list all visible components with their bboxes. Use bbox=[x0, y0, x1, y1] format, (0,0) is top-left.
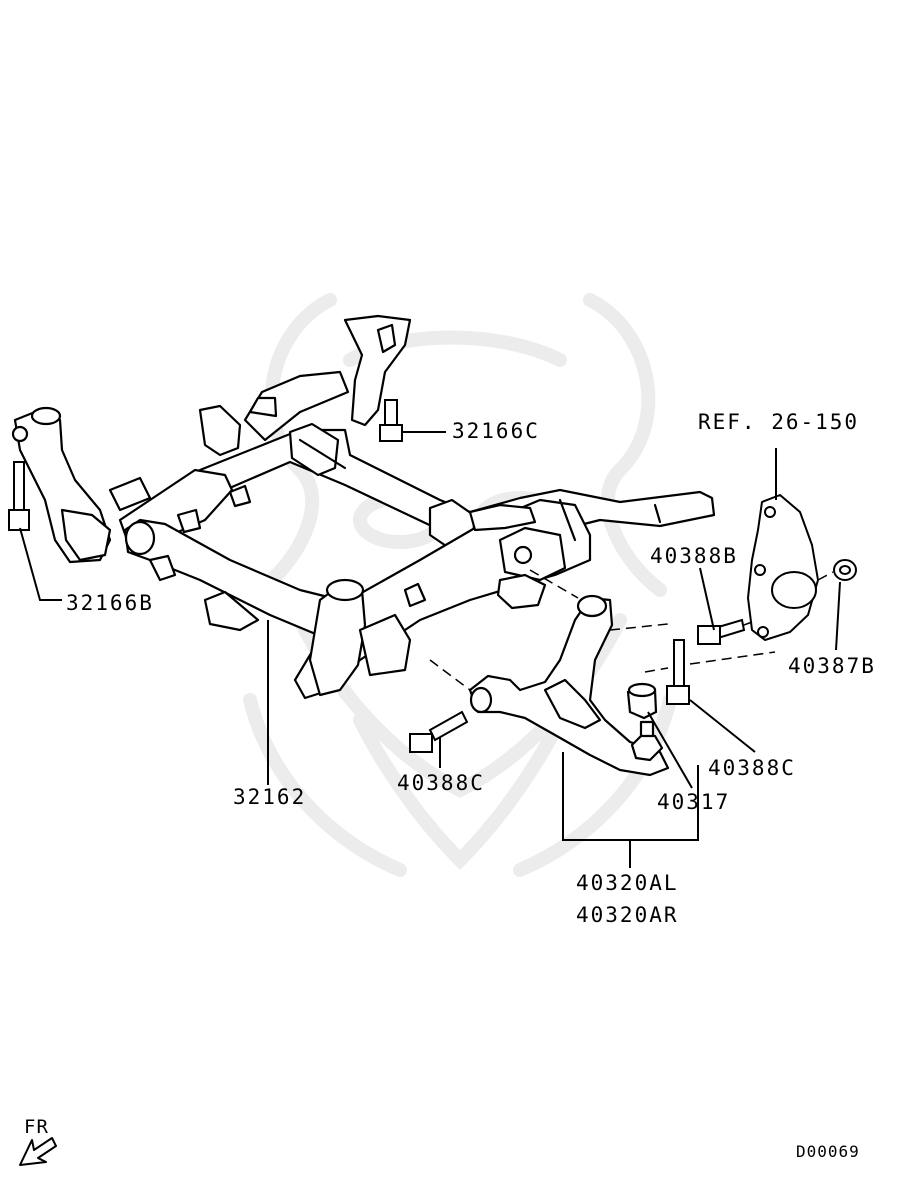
label-32166b: 32166B bbox=[66, 591, 154, 615]
front-arrow-icon bbox=[20, 1138, 56, 1165]
label-32162: 32162 bbox=[233, 785, 307, 809]
label-32166c: 32166C bbox=[452, 419, 540, 443]
bolt-40388b bbox=[698, 620, 744, 644]
lower-control-arm bbox=[470, 596, 668, 775]
label-40387b: 40387B bbox=[788, 654, 876, 678]
bolt-40388c-left bbox=[410, 712, 467, 752]
label-40388c-right: 40388C bbox=[708, 756, 796, 780]
dashed-lines bbox=[430, 570, 833, 690]
leader-lines bbox=[20, 432, 840, 868]
label-40317: 40317 bbox=[657, 790, 731, 814]
bushing-40317 bbox=[628, 684, 656, 718]
crossmember-32162 bbox=[13, 316, 714, 698]
bolt-32166b bbox=[9, 462, 29, 530]
label-ref-26-150: REF. 26-150 bbox=[698, 410, 860, 434]
label-40320al: 40320AL bbox=[576, 871, 679, 895]
direction-label: FR bbox=[24, 1116, 49, 1138]
steering-knuckle bbox=[748, 495, 818, 640]
label-40320ar: 40320AR bbox=[576, 903, 679, 927]
nut-40387b bbox=[834, 560, 856, 580]
bolt-40388c-right bbox=[667, 640, 689, 704]
diagram-code: D00069 bbox=[796, 1142, 860, 1161]
label-40388b: 40388B bbox=[650, 544, 738, 568]
bolt-32166c bbox=[380, 400, 402, 441]
label-40388c-left: 40388C bbox=[397, 771, 485, 795]
